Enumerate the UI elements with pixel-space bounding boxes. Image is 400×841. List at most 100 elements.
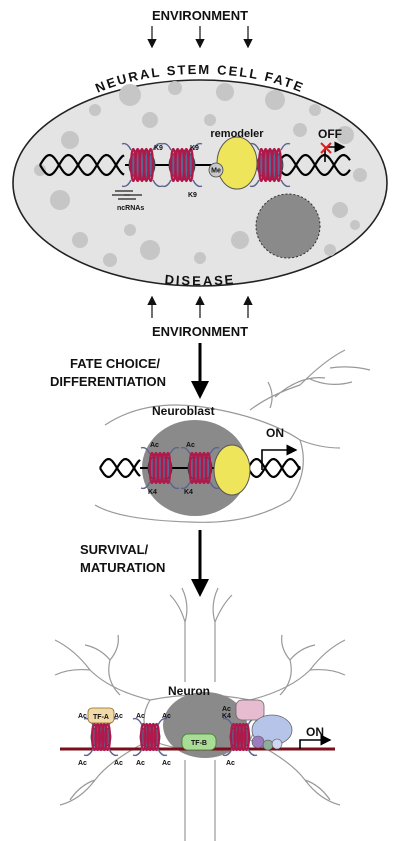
histone-core	[147, 453, 173, 483]
neuroblast-cell-outline	[94, 349, 371, 523]
dna-strand-a	[99, 457, 141, 479]
speck	[142, 112, 158, 128]
speck	[124, 224, 136, 236]
neuron-ac-6: Ac	[78, 760, 87, 767]
histone-tail	[169, 446, 180, 455]
speck	[324, 244, 336, 256]
transcription-complex	[235, 699, 293, 751]
dna-wrap	[164, 451, 172, 485]
histone-core	[256, 149, 284, 181]
histone-tail	[108, 748, 119, 757]
dna-strand-a	[39, 153, 125, 177]
survival-line1: SURVIVAL/	[80, 542, 149, 557]
histone-tail	[192, 142, 203, 151]
histone-tail	[121, 142, 132, 151]
histone-tail	[222, 748, 233, 757]
speck	[103, 253, 117, 267]
histone-tail	[209, 481, 220, 490]
histone-tail	[280, 179, 291, 188]
histone-tail	[192, 179, 203, 188]
speck	[50, 190, 70, 210]
remodeler-complex	[216, 136, 258, 190]
neuron-ac-1: Ac	[78, 713, 87, 720]
nb-ac-label-2: Ac	[186, 442, 195, 449]
histone-tail	[132, 748, 143, 757]
histone-tail	[180, 481, 191, 490]
histone-tail	[152, 179, 163, 188]
remodeler-label: remodeler	[210, 128, 264, 140]
neuron-ac-5: Ac	[222, 706, 231, 713]
speck	[231, 231, 249, 249]
dna-wrap	[153, 722, 160, 752]
speck	[204, 114, 216, 126]
histone-core	[90, 724, 112, 750]
histone-tail	[180, 446, 191, 455]
tf-a-box	[87, 707, 115, 724]
tf-a-label: TF-A	[93, 714, 109, 721]
neuroblast-nucleosomes	[140, 446, 220, 490]
speck	[216, 83, 234, 101]
neuron-nucleosomes	[83, 717, 258, 757]
histone-tail	[169, 481, 180, 490]
disease-label: DISEASE	[164, 272, 234, 289]
speck	[168, 81, 182, 95]
ncrnas-glyph	[112, 190, 142, 200]
survival-line2: MATURATION	[80, 560, 165, 575]
speck	[309, 104, 321, 116]
histone-tail	[161, 179, 172, 188]
histone-core	[139, 724, 161, 750]
histone-tail	[222, 717, 233, 726]
histone-tail	[280, 142, 291, 151]
neuron-ac-7: Ac	[114, 760, 123, 767]
dna-wrap	[204, 451, 212, 485]
me-label: Me	[211, 168, 221, 175]
dna-strand-a	[247, 457, 301, 479]
neuron-ac-8: Ac	[136, 760, 145, 767]
histone-tail	[121, 179, 132, 188]
neuron-ac-3: Ac	[136, 713, 145, 720]
neuroblast-on-arrow	[261, 444, 298, 470]
speck	[336, 126, 354, 144]
speck	[353, 168, 367, 182]
dna-wrap	[187, 147, 194, 183]
dna-wrap	[147, 147, 154, 183]
environment-arrows-top	[147, 26, 253, 49]
dna-strand-b	[247, 457, 301, 479]
dna-strand-b	[39, 153, 125, 177]
speck	[332, 202, 348, 218]
histone-core	[128, 149, 156, 181]
environment-arrows-bottom	[147, 295, 253, 318]
nucleolus	[255, 193, 321, 259]
dna-wrap	[243, 722, 250, 752]
k9-label-1: K9	[154, 145, 163, 152]
neuron-ac-9: Ac	[162, 760, 171, 767]
dna-wrap	[104, 722, 111, 752]
speck	[140, 240, 160, 260]
histone-core	[168, 149, 196, 181]
neuroblast-remodeler	[213, 444, 251, 496]
top-nucleosomes	[121, 142, 291, 188]
tf-b-box	[181, 733, 217, 751]
dna-strand-b	[99, 457, 141, 479]
dna-wrap	[275, 147, 282, 183]
speck	[89, 104, 101, 116]
off-x-mark	[320, 142, 332, 154]
environment-label-bottom: ENVIRONMENT	[152, 324, 248, 339]
nb-k4-label-1: K4	[148, 489, 157, 496]
speck	[119, 84, 141, 106]
nb-ac-label-1: Ac	[150, 442, 159, 449]
k9-label-3: K9	[188, 192, 197, 199]
histone-tail	[249, 179, 260, 188]
neuron-ac-10: Ac	[226, 760, 235, 767]
off-label: OFF	[318, 127, 342, 141]
neuroblast-title: Neuroblast	[152, 404, 215, 418]
methyl-mark	[208, 162, 224, 178]
histone-tail	[161, 142, 172, 151]
neuron-title: Neuron	[168, 684, 210, 698]
neuron-on-arrow	[299, 734, 332, 749]
fate-choice-line1: FATE CHOICE/	[70, 356, 160, 371]
neuron-k4-label: K4	[222, 713, 231, 720]
histone-tail	[209, 446, 220, 455]
speck	[61, 131, 79, 149]
